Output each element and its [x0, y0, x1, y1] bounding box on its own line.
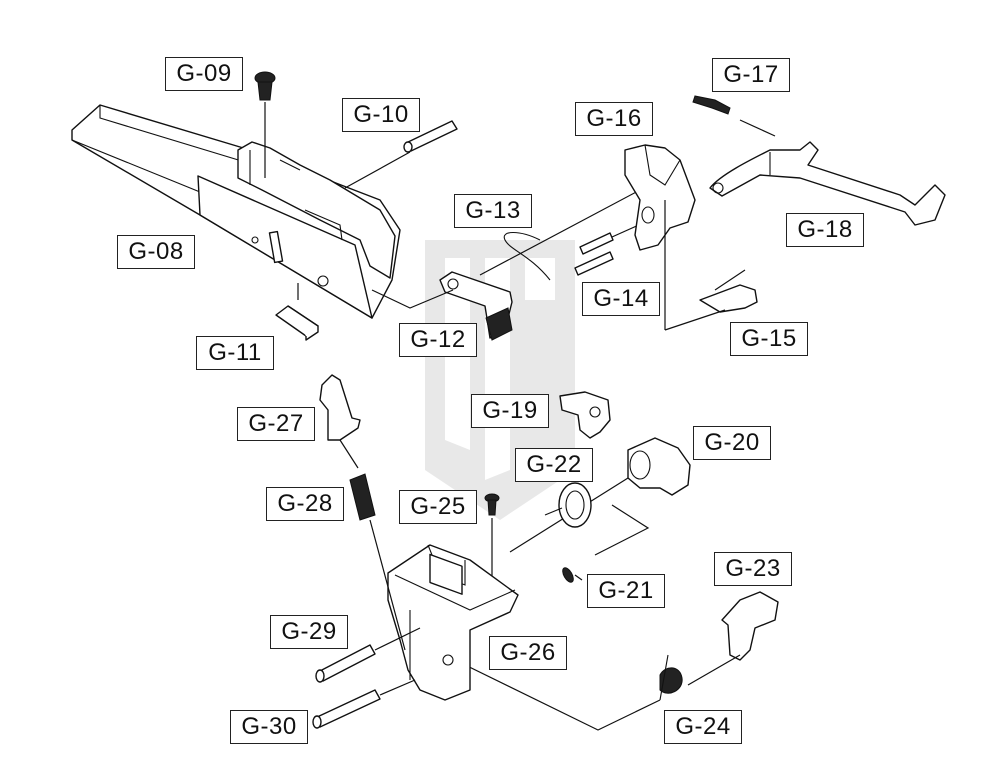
label-g16: G-16: [575, 102, 653, 136]
label-g14: G-14: [582, 282, 660, 316]
part-g21-pin: [562, 504, 650, 583]
part-g22-coil: [544, 482, 592, 528]
label-g26: G-26: [489, 636, 567, 670]
part-g10-pin: [344, 120, 458, 189]
label-g11: G-11: [196, 336, 274, 370]
label-g27: G-27: [237, 407, 315, 441]
part-g14-pins: [574, 219, 651, 276]
part-g24-spring: [454, 654, 683, 731]
label-g13: G-13: [454, 194, 532, 228]
part-g15-part: [664, 269, 758, 331]
part-g11-block: [275, 283, 319, 341]
part-g23-part: [687, 591, 779, 686]
part-g12-lever: [371, 271, 513, 341]
part-g16-block: [624, 144, 696, 330]
label-g10: G-10: [342, 98, 420, 132]
part-g09-screw: [254, 71, 276, 178]
label-g23: G-23: [714, 552, 792, 586]
label-g15: G-15: [730, 322, 808, 356]
label-g30: G-30: [230, 710, 308, 744]
label-g21: G-21: [587, 574, 665, 608]
part-g13-spring: [479, 189, 641, 281]
label-g20: G-20: [693, 426, 771, 460]
label-g24: G-24: [664, 710, 742, 744]
label-g28: G-28: [266, 487, 344, 521]
part-g17-spring: [692, 95, 776, 137]
part-g30-pin: [312, 679, 416, 729]
label-g17: G-17: [712, 58, 790, 92]
label-g08: G-08: [117, 235, 195, 269]
label-g29: G-29: [270, 615, 348, 649]
part-g08-rail: [71, 104, 401, 319]
part-g18-bar: [709, 141, 946, 226]
part-g26-housing: [387, 544, 519, 701]
label-g12: G-12: [399, 323, 477, 357]
part-g25-screw: [484, 493, 500, 595]
part-g19-part: [559, 391, 611, 439]
label-g19: G-19: [471, 394, 549, 428]
label-g18: G-18: [786, 213, 864, 247]
part-g28-spring: [349, 473, 406, 651]
part-g27-part: [319, 374, 361, 469]
label-g22: G-22: [515, 448, 593, 482]
part-g29-pin: [315, 627, 421, 683]
label-g09: G-09: [165, 57, 243, 91]
label-g25: G-25: [399, 490, 477, 524]
